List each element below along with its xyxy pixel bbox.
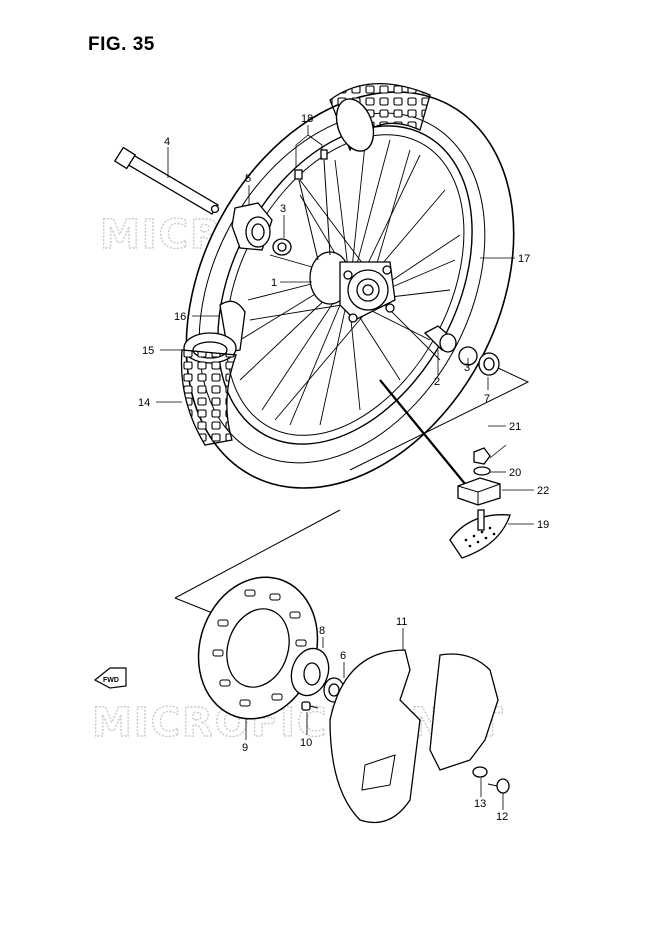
washer-part-20 xyxy=(473,466,491,476)
collar-part-6 xyxy=(323,677,345,703)
rim-lock-part-19 xyxy=(449,509,511,559)
washer-part-13 xyxy=(472,766,488,778)
callout-17: 17 xyxy=(518,253,530,265)
callout-10: 10 xyxy=(300,737,312,749)
callout-3-upper: 3 xyxy=(280,203,286,215)
callout-12: 12 xyxy=(496,811,508,823)
callout-22: 22 xyxy=(537,485,549,497)
assembly-arrow xyxy=(379,379,471,491)
callout-3-lower: 3 xyxy=(464,362,470,374)
rim-lock-part-22 xyxy=(457,477,501,506)
disc-guard-part-11 xyxy=(329,649,499,824)
callout-21: 21 xyxy=(509,421,521,433)
bolt-part-12 xyxy=(487,778,510,794)
fwd-label: FWD xyxy=(103,677,119,684)
callout-5: 5 xyxy=(245,173,251,185)
callout-2: 2 xyxy=(434,376,440,388)
spacer-part-3-upper xyxy=(272,238,292,256)
callout-18: 18 xyxy=(301,113,313,125)
tire-tread-top xyxy=(329,82,431,152)
callout-6: 6 xyxy=(340,650,346,662)
callout-8: 8 xyxy=(319,625,325,637)
callout-14: 14 xyxy=(138,397,150,409)
tire-part-14 xyxy=(180,349,237,446)
callout-7: 7 xyxy=(484,393,490,405)
collar-part-5 xyxy=(231,202,273,251)
flange-part-8 xyxy=(290,647,330,697)
callout-1: 1 xyxy=(271,277,277,289)
callout-4: 4 xyxy=(164,136,170,148)
bracket-right xyxy=(349,367,530,471)
axle-part-4 xyxy=(113,146,220,215)
callout-20: 20 xyxy=(509,467,521,479)
callout-15: 15 xyxy=(142,345,154,357)
callout-9: 9 xyxy=(242,742,248,754)
spacer-part-2 xyxy=(423,325,457,353)
brake-disc-part-9 xyxy=(197,576,319,720)
front-direction-marker: FWD xyxy=(93,667,127,689)
callout-16: 16 xyxy=(174,311,186,323)
callout-19: 19 xyxy=(537,519,549,531)
nut-part-21 xyxy=(473,447,491,465)
callout-13: 13 xyxy=(474,798,486,810)
callout-11: 11 xyxy=(396,616,407,628)
valve-part-18 xyxy=(294,149,331,261)
screw-part-10 xyxy=(301,701,319,711)
wheel-hub xyxy=(309,251,396,323)
leader-lines xyxy=(156,125,534,810)
nut-part-7 xyxy=(478,352,500,376)
figure-title: FIG. 35 xyxy=(88,34,155,55)
